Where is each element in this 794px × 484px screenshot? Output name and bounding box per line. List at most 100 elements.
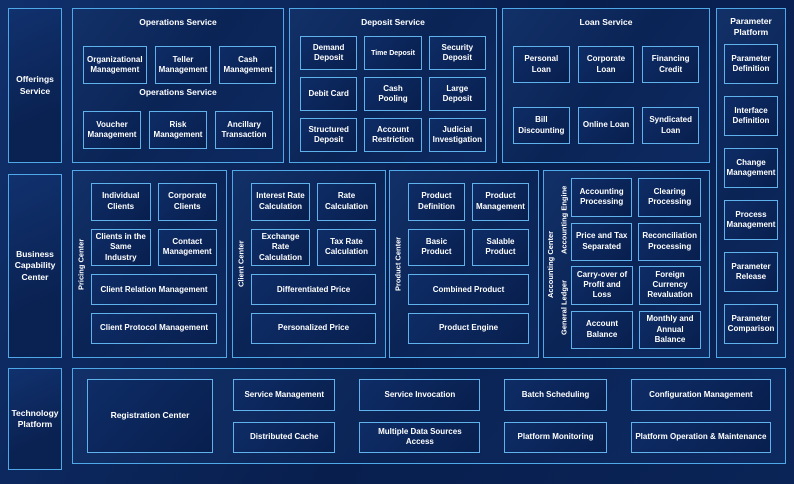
box-clearing-processing: Clearing Processing [638,178,701,217]
operations-row-2: Voucher Management Risk Management Ancil… [73,111,283,150]
box-product-definition: Product Definition [408,183,465,221]
panel-loan-service: Loan Service Personal Loan Corporate Loa… [502,8,710,163]
pricing-center-grid: Individual Clients Corporate Clients Cli… [89,171,226,357]
box-syndicated-loan: Syndicated Loan [642,107,699,145]
box-platform-operation-maintenance: Platform Operation & Maintenance [630,421,771,453]
box-carry-over-profit-loss: Carry-over of Profit and Loss [571,266,633,305]
general-ledger-vertical-label: General Ledger [559,279,569,336]
group-general-ledger: General Ledger Carry-over of Profit and … [557,266,701,349]
box-cash-management: Cash Management [219,46,277,85]
box-basic-product: Basic Product [408,228,465,267]
box-accounting-processing: Accounting Processing [571,178,633,217]
box-interface-definition: Interface Definition [724,96,778,137]
panel-technology-platform: Registration Center Service Management S… [72,368,786,464]
rail-technology-label: Technology Platform [11,407,59,429]
box-judicial-investigation: Judicial Investigation [428,118,486,153]
operations-service-title: Operations Service [139,17,217,27]
box-multiple-data-sources-access: Multiple Data Sources Access [359,421,481,453]
accounting-groups: Accounting Engine Accounting Processing … [557,171,709,357]
box-product-management: Product Management [472,183,529,221]
box-exchange-rate-calculation: Exchange Rate Calculation [251,228,310,267]
box-cash-pooling: Cash Pooling [364,77,422,112]
panel-pricing-center: Pricing Center Individual Clients Corpor… [72,170,227,358]
panel-product-center: Product Center Product Definition Produc… [389,170,539,358]
box-risk-management: Risk Management [149,111,207,150]
box-financing-credit: Financing Credit [642,46,699,84]
accounting-center-vertical-label: Accounting Center [546,230,555,298]
operations-service-subtitle: Operations Service [139,87,217,98]
panel-operations-service: Operations Service Organizational Manage… [72,8,284,163]
client-center-vertical-label: Client Center [236,240,246,288]
accounting-engine-vertical-label: Accounting Engine [559,185,569,254]
box-personal-loan: Personal Loan [513,46,570,84]
box-personalized-price: Personalized Price [251,313,376,344]
box-large-deposit: Large Deposit [428,77,486,112]
box-voucher-management: Voucher Management [83,111,141,150]
box-product-engine: Product Engine [408,313,529,344]
box-monthly-annual-balance: Monthly and Annual Balance [639,310,701,349]
box-registration-center: Registration Center [87,379,213,453]
box-foreign-currency-revaluation: Foreign Currency Revaluation [639,266,701,305]
rail-business-label: Business Capability Center [14,248,56,282]
loan-service-title: Loan Service [579,17,633,27]
box-debit-card: Debit Card [300,77,358,112]
technology-grid: Service Management Service Invocation Ba… [233,379,771,453]
box-salable-product: Salable Product [472,228,529,267]
box-client-relation-management: Client Relation Management [91,274,217,306]
box-security-deposit: Security Deposit [428,36,486,71]
product-center-grid: Product Definition Product Management Ba… [406,171,538,357]
box-change-management: Change Management [724,148,778,189]
operations-row-1: Organizational Management Teller Managem… [73,46,283,85]
box-time-deposit: Time Deposit [364,36,422,71]
parameter-column: Parameter Definition Interface Definitio… [717,38,785,345]
box-process-management: Process Management [724,200,778,241]
box-price-and-tax-separated: Price and Tax Separated [571,222,633,261]
box-ancillary-transaction: Ancillary Transaction [215,111,273,150]
box-reconciliation-processing: Reconciliation Processing [638,222,701,261]
box-parameter-comparison: Parameter Comparison [724,304,778,345]
box-bill-discounting: Bill Discounting [513,107,570,145]
box-demand-deposit: Demand Deposit [300,36,358,71]
box-tax-rate-calculation: Tax Rate Calculation [317,228,376,267]
deposit-service-title: Deposit Service [361,17,425,27]
box-combined-product: Combined Product [408,274,529,306]
box-distributed-cache: Distributed Cache [233,421,336,453]
panel-parameter-platform: Parameter Platform Parameter Definition … [716,8,786,358]
panel-accounting-center: Accounting Center Accounting Engine Acco… [543,170,710,358]
box-online-loan: Online Loan [577,107,635,145]
rail-offerings-service: Offerings Service [8,8,62,163]
box-organizational-management: Organizational Management [83,46,147,85]
rail-business-capability-center: Business Capability Center [8,174,62,358]
deposit-grid: Demand Deposit Time Deposit Security Dep… [290,36,496,153]
accounting-engine-grid: Accounting Processing Clearing Processin… [571,178,701,261]
box-service-invocation: Service Invocation [359,379,481,411]
box-contact-management: Contact Management [157,228,217,267]
group-accounting-engine: Accounting Engine Accounting Processing … [557,178,701,261]
panel-client-center: Client Center Interest Rate Calculation … [232,170,386,358]
box-account-restriction: Account Restriction [364,118,422,153]
panel-deposit-service: Deposit Service Demand Deposit Time Depo… [289,8,497,163]
client-center-grid: Interest Rate Calculation Rate Calculati… [249,171,385,357]
box-corporate-loan: Corporate Loan [577,46,635,84]
box-corporate-clients: Corporate Clients [157,183,217,221]
rail-offerings-label: Offerings Service [16,74,54,96]
box-configuration-management: Configuration Management [630,379,771,411]
box-platform-monitoring: Platform Monitoring [504,421,607,453]
box-parameter-definition: Parameter Definition [724,44,778,85]
box-structured-deposit: Structured Deposit [300,118,358,153]
box-individual-clients: Individual Clients [91,183,151,221]
box-interest-rate-calculation: Interest Rate Calculation [251,183,310,221]
box-clients-same-industry: Clients in the Same Industry [91,228,151,267]
pricing-center-vertical-label: Pricing Center [76,238,86,290]
product-center-vertical-label: Product Center [393,236,403,292]
box-rate-calculation: Rate Calculation [317,183,376,221]
box-service-management: Service Management [233,379,336,411]
box-account-balance: Account Balance [571,310,633,349]
general-ledger-grid: Carry-over of Profit and Loss Foreign Cu… [571,266,701,349]
box-teller-management: Teller Management [154,46,212,85]
parameter-platform-title: Parameter Platform [730,16,772,38]
box-client-protocol-management: Client Protocol Management [91,313,217,344]
box-parameter-release: Parameter Release [724,252,778,293]
rail-technology-platform: Technology Platform [8,368,62,470]
